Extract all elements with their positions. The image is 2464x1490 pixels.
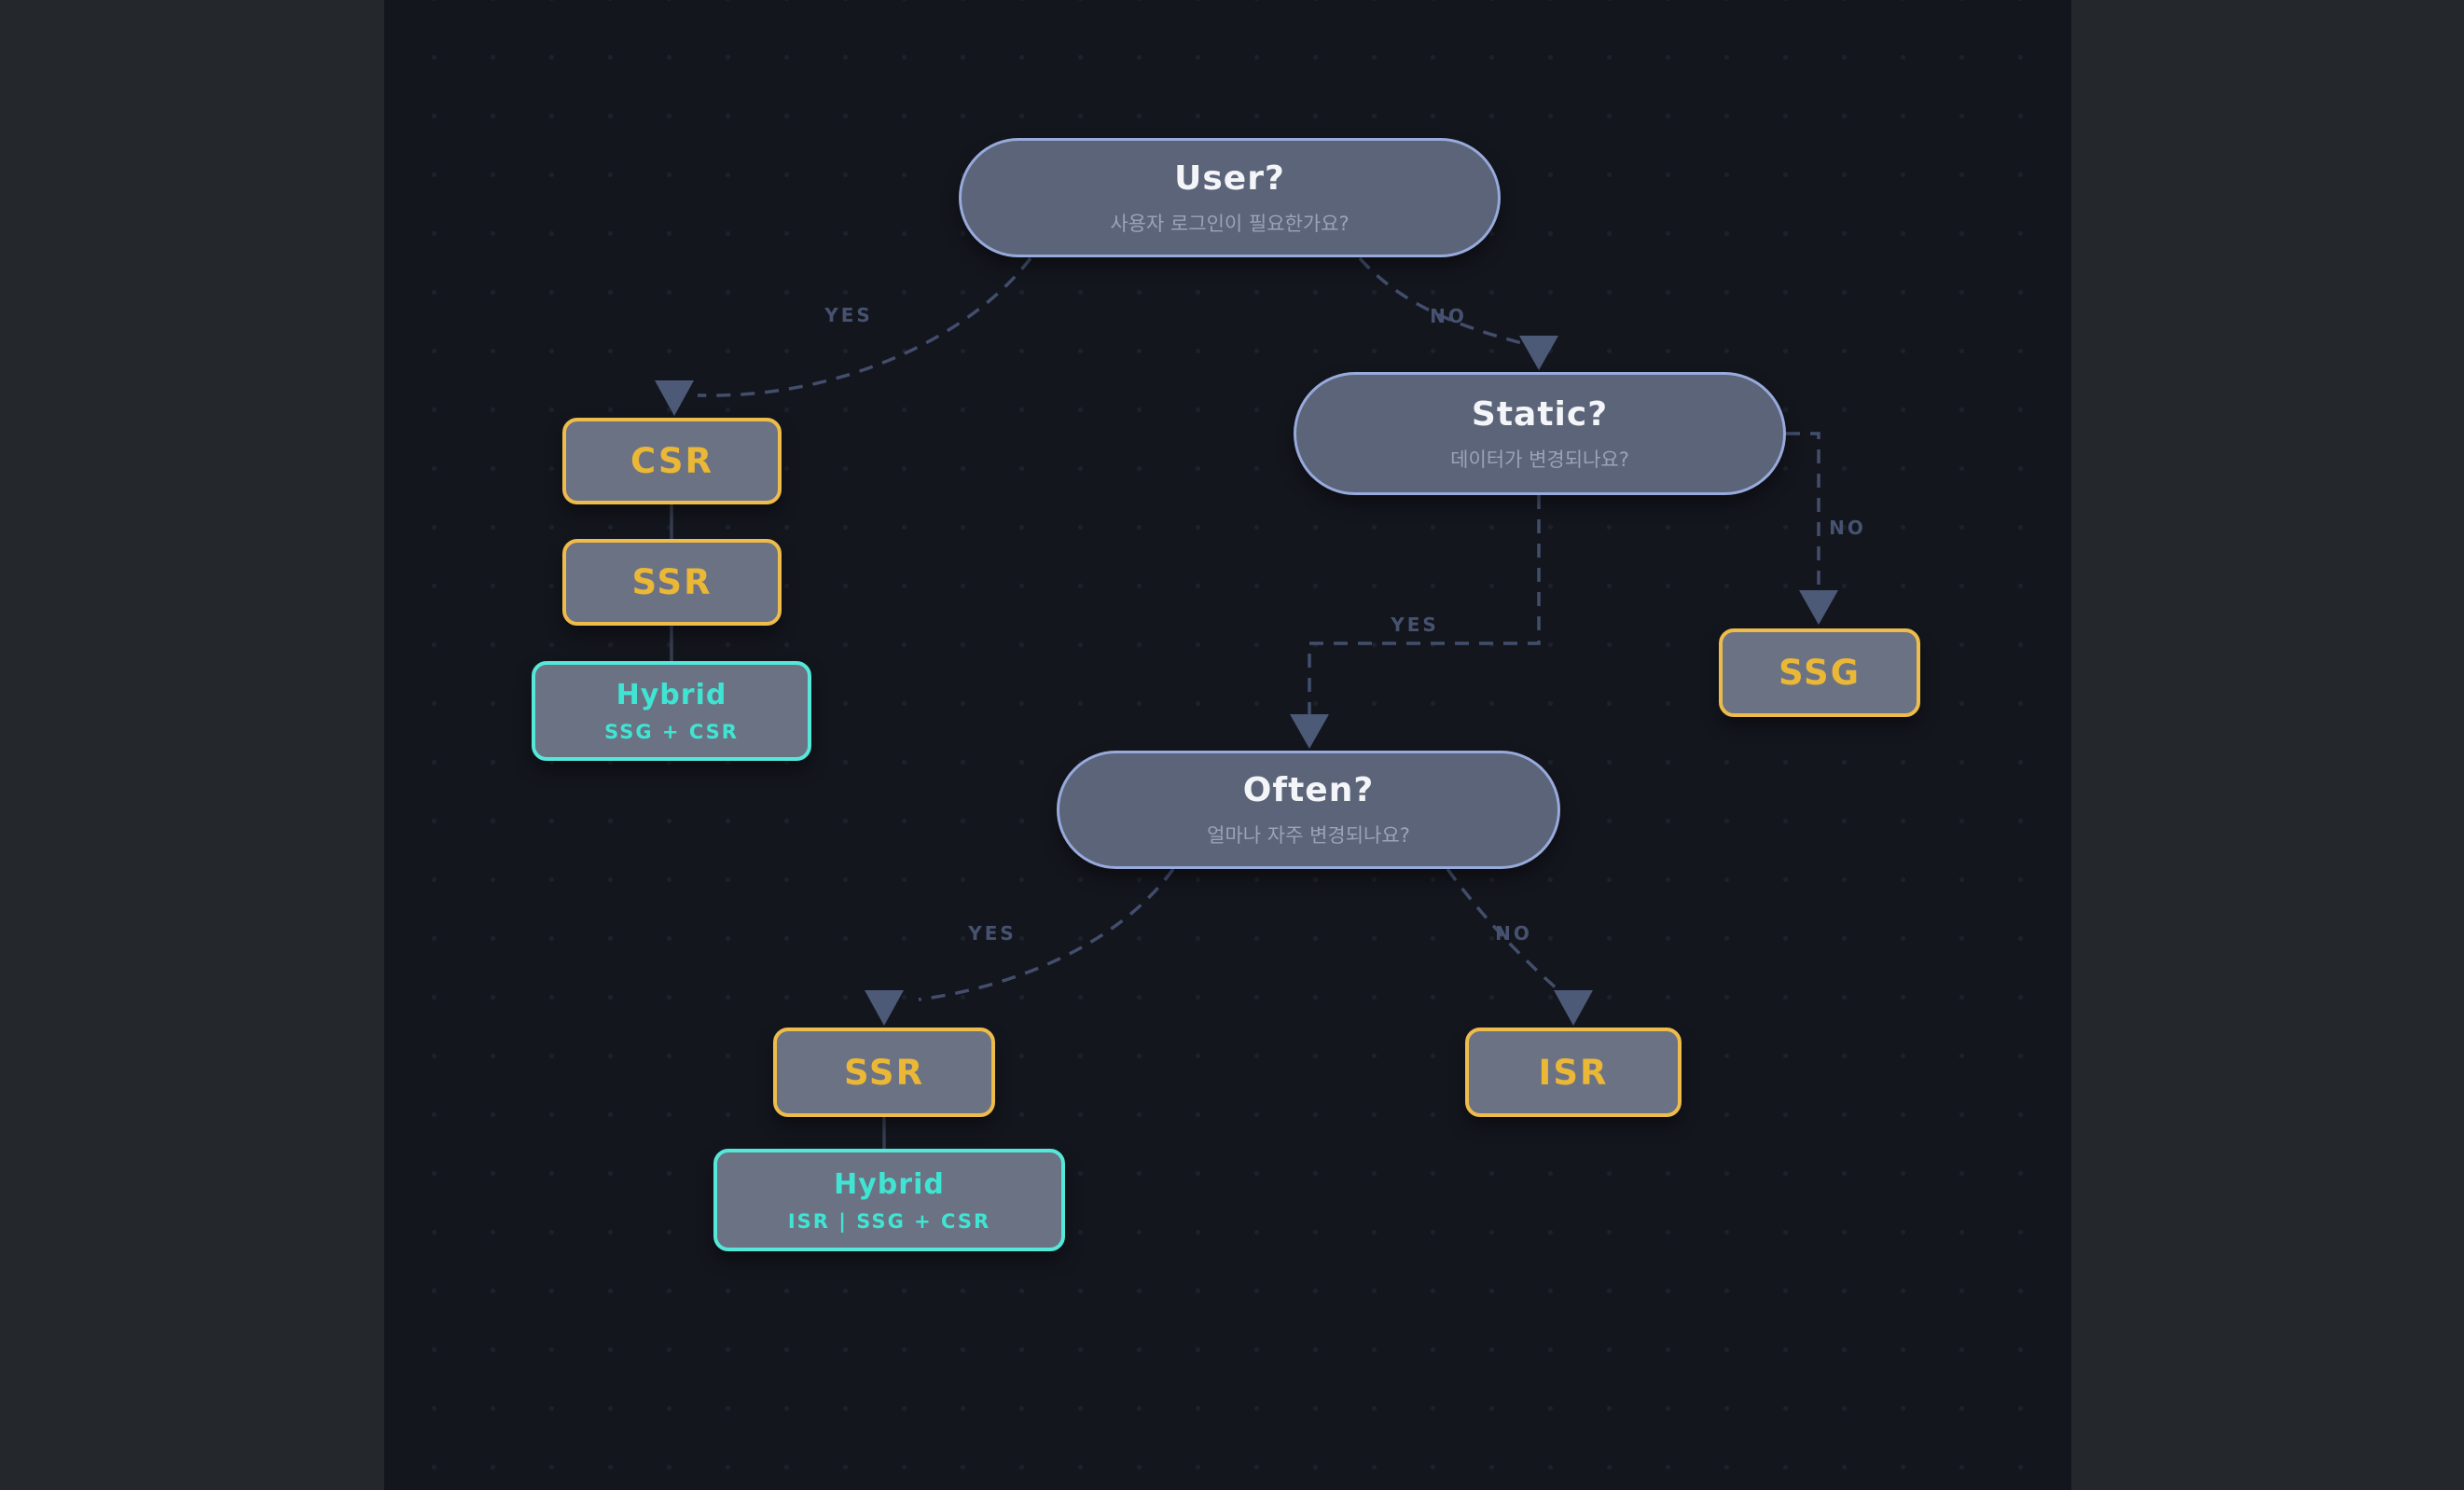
node-hybrid-left-title: Hybrid [616,679,727,711]
node-hybrid-bottom-subtitle: ISR | SSG + CSR [787,1209,991,1233]
node-static: Static? 데이터가 변경되나요? [1294,372,1786,495]
edge-label-static-no: NO [1829,517,1866,539]
node-hybrid-left-subtitle: SSG + CSR [604,721,739,743]
node-ssg: SSG [1719,628,1920,717]
node-ssr-left: SSR [562,539,782,626]
node-user: User? 사용자 로그인이 필요한가요? [959,138,1501,257]
node-hybrid-bottom-title: Hybrid [834,1167,945,1201]
node-hybrid-bottom: Hybrid ISR | SSG + CSR [713,1149,1065,1251]
edge-label-user-no: NO [1430,305,1467,327]
node-user-subtitle: 사용자 로그인이 필요한가요? [1110,212,1350,235]
node-csr-label: CSR [630,441,713,481]
node-ssg-label: SSG [1778,653,1861,693]
node-static-title: Static? [1471,394,1609,434]
node-static-subtitle: 데이터가 변경되나요? [1450,448,1629,471]
node-often: Often? 얼마나 자주 변경되나요? [1057,751,1560,869]
node-often-title: Often? [1242,771,1375,809]
edge-label-often-yes: YES [968,922,1017,945]
node-isr-label: ISR [1538,1052,1609,1093]
edge-label-static-yes: YES [1391,614,1439,636]
node-user-title: User? [1174,159,1285,198]
node-isr: ISR [1465,1028,1682,1117]
edge-label-often-no: NO [1495,922,1532,945]
node-ssr-bottom: SSR [773,1028,995,1117]
node-often-subtitle: 얼마나 자주 변경되나요? [1207,824,1410,847]
node-hybrid-left: Hybrid SSG + CSR [532,661,811,761]
node-ssr-left-label: SSR [631,562,713,602]
node-csr: CSR [562,418,782,504]
edge-label-user-yes: YES [824,304,873,326]
node-ssr-bottom-label: SSR [843,1052,925,1093]
